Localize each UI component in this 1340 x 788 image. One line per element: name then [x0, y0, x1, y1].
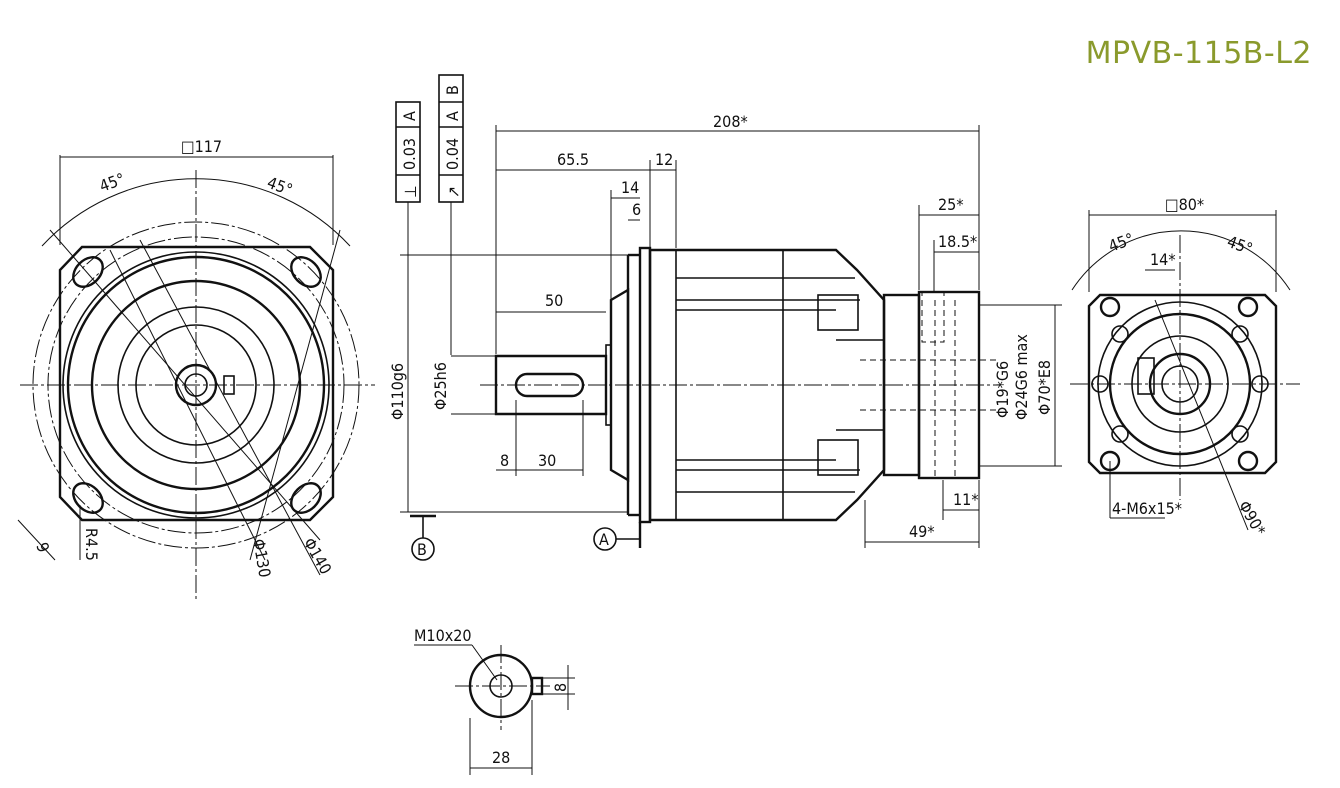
- datum-b-label: B: [417, 540, 427, 559]
- perp-symbol: ⊥: [401, 185, 420, 198]
- runout-datum-b: B: [443, 85, 462, 95]
- pilot-dia-label: Φ110g6: [388, 363, 407, 420]
- shaft-dia-label: Φ25h6: [431, 362, 450, 410]
- key-width-label: 8: [551, 683, 570, 692]
- runout-value: 0.04: [443, 138, 462, 170]
- bore-dia-label: Φ19*G6: [993, 361, 1012, 418]
- pcd-130-label: Φ130: [249, 537, 274, 579]
- key-height-label: 28: [492, 748, 510, 767]
- tolerance-frames: ⊥ 0.03 A ↗ 0.04 A B: [395, 74, 464, 512]
- pcd-140-label: Φ140: [300, 535, 336, 578]
- key-len-label: 30: [538, 451, 556, 470]
- model-title: MPVB-115B-L2: [1085, 36, 1312, 71]
- key-offset-label: 8: [500, 451, 509, 470]
- flange-thick-label: 12: [655, 150, 673, 169]
- thread-label: M10x20: [414, 626, 472, 645]
- input-flange-label: 11*: [953, 490, 979, 509]
- hole-dia-label: 9: [32, 540, 53, 555]
- side-view: 208* 65.5 12 14 6 50 8 30 Φ25h6 Φ110g6 2…: [388, 112, 1062, 561]
- input-len-label: 25*: [938, 195, 964, 214]
- datum-a-label: A: [599, 530, 609, 549]
- left-front-view: □117 45° 45° 9 R4.5 Φ130 Φ140: [17, 137, 375, 600]
- clamp-dim-label: 14*: [1150, 250, 1176, 269]
- square-80-label: □80*: [1165, 195, 1204, 214]
- pilot-len-label: 14: [621, 178, 639, 197]
- angle-right-label: 45°: [265, 173, 295, 200]
- runout-datum-a: A: [443, 111, 462, 121]
- square-117-label: □117: [181, 137, 222, 156]
- perp-datum: A: [400, 111, 419, 121]
- holes-label: 4-M6x15*: [1112, 499, 1182, 518]
- corner-radius-label: R4.5: [82, 528, 101, 561]
- input-depth-label: 18.5*: [938, 232, 977, 251]
- pilot-step-label: 6: [632, 200, 641, 219]
- right-view: □80* 45° 45° 14* 4-M6x15* Φ90*: [1070, 195, 1300, 539]
- perp-value: 0.03: [400, 138, 419, 170]
- shaft-len-label: 50: [545, 291, 563, 310]
- pcd-90-label: Φ90*: [1235, 498, 1270, 539]
- motor-pilot-label: Φ70*E8: [1035, 360, 1054, 415]
- motor-shaft-label: Φ24G6 max: [1012, 334, 1031, 420]
- input-total-label: 49*: [909, 522, 935, 541]
- overall-length-label: 208*: [713, 112, 748, 131]
- shaft-end-view: M10x20 8 28: [414, 626, 575, 775]
- flange-offset-label: 65.5: [557, 150, 589, 169]
- runout-symbol: ↗: [444, 186, 463, 198]
